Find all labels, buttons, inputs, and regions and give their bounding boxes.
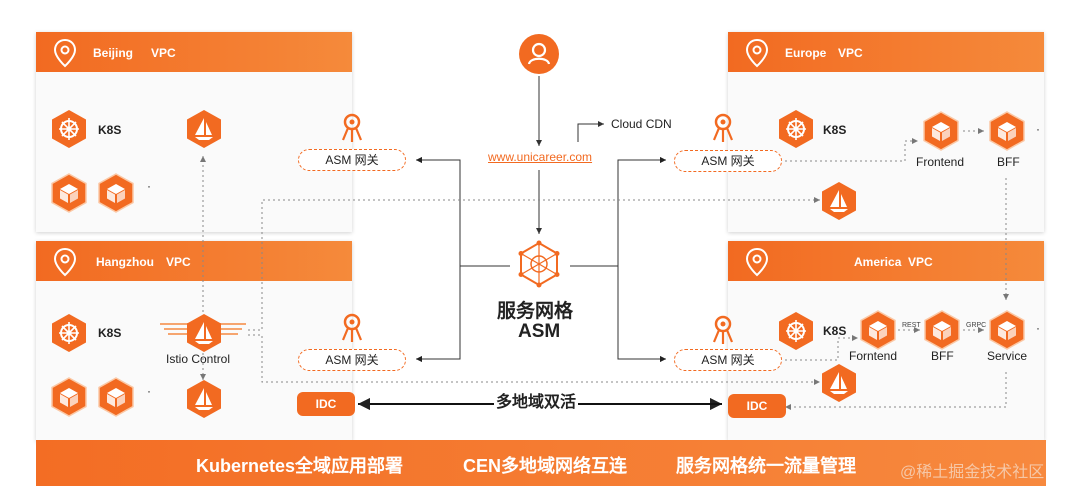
ellipsis-dot: · xyxy=(1036,321,1040,335)
forntend-label: Forntend xyxy=(849,349,898,363)
grpc-label: GRPC xyxy=(966,322,987,329)
bff-label: BFF xyxy=(931,349,954,363)
container-icon xyxy=(920,110,962,152)
gateway-icon xyxy=(712,113,734,142)
user-icon xyxy=(519,34,559,74)
idc-left: IDC xyxy=(297,392,355,416)
container-icon xyxy=(857,309,899,351)
istio-sail-icon xyxy=(818,180,860,222)
banner-item: CEN多地域网络互连 xyxy=(463,456,628,476)
region-header: Europe VPC xyxy=(728,32,1044,72)
gateway-icon xyxy=(341,313,363,342)
k8s-icon xyxy=(775,108,817,150)
asm-gateway-hangzhou[interactable]: ASM 网关 xyxy=(298,349,406,371)
k8s-label: K8S xyxy=(98,123,122,137)
region-name: Hangzhou xyxy=(96,255,154,269)
k8s-icon xyxy=(775,310,817,352)
bff-label: BFF xyxy=(997,155,1020,169)
frontend-label: Frontend xyxy=(916,155,965,169)
service-label: Service xyxy=(987,349,1028,363)
idc-right: IDC xyxy=(728,394,786,418)
gateway-icon xyxy=(341,113,363,142)
region-vpc: VPC xyxy=(151,46,176,60)
banner-item: 服务网格统一流量管理 xyxy=(676,456,856,476)
istio-wings xyxy=(158,318,248,340)
cloud-cdn-label: Cloud CDN xyxy=(611,117,672,131)
container-icon xyxy=(986,309,1028,351)
k8s-label: K8S xyxy=(98,326,122,340)
ellipsis-dot: · xyxy=(1036,122,1040,136)
container-icon xyxy=(986,110,1028,152)
asm-gateway-beijing[interactable]: ASM 网关 xyxy=(298,149,406,171)
rest-label: REST xyxy=(902,322,921,329)
region-name: Europe xyxy=(785,46,827,60)
ellipsis-dot: · xyxy=(147,179,151,193)
banner-item: Kubernetes全域应用部署 xyxy=(196,456,404,476)
asm-gateway-america[interactable]: ASM 网关 xyxy=(674,349,782,371)
istio-sail-icon xyxy=(183,378,225,420)
asm-mesh-icon xyxy=(515,240,563,288)
istio-control-label: Istio Control xyxy=(166,352,231,366)
region-vpc: VPC xyxy=(908,255,933,269)
asm-gateway-europe[interactable]: ASM 网关 xyxy=(674,150,782,172)
region-vpc: VPC xyxy=(838,46,863,60)
asm-title-cn: 服务网格 xyxy=(497,301,574,322)
container-icon xyxy=(95,172,137,214)
region-name: America xyxy=(854,255,902,269)
container-icon xyxy=(95,376,137,418)
region-name: Beijing xyxy=(93,46,134,60)
k8s-icon xyxy=(48,312,90,354)
k8s-icon xyxy=(48,108,90,150)
asm-title-en: ASM xyxy=(518,321,561,342)
location-pin-icon xyxy=(745,247,769,277)
location-pin-icon xyxy=(53,247,77,277)
region-header: Hangzhou VPC xyxy=(36,241,352,281)
url-link[interactable]: www.unicareer.com xyxy=(488,150,593,164)
gateway-icon xyxy=(712,315,734,344)
ellipsis-dot: · xyxy=(147,384,151,398)
container-icon xyxy=(48,376,90,418)
watermark: @稀土掘金技术社区 xyxy=(900,464,1045,481)
location-pin-icon xyxy=(745,38,769,68)
location-pin-icon xyxy=(53,38,77,68)
istio-sail-icon xyxy=(183,108,225,150)
multi-region-label: 多地域双活 xyxy=(494,388,579,412)
region-header: Beijing VPC xyxy=(36,32,352,72)
region-header: America VPC xyxy=(728,241,1044,281)
bottom-banner: Kubernetes全域应用部署 CEN多地域网络互连 服务网格统一流量管理 xyxy=(36,440,1046,486)
k8s-label: K8S xyxy=(823,123,847,137)
istio-sail-icon xyxy=(183,312,225,354)
k8s-label: K8S xyxy=(823,324,847,338)
container-icon xyxy=(921,309,963,351)
istio-sail-icon xyxy=(818,362,860,404)
container-icon xyxy=(48,172,90,214)
region-vpc: VPC xyxy=(166,255,191,269)
